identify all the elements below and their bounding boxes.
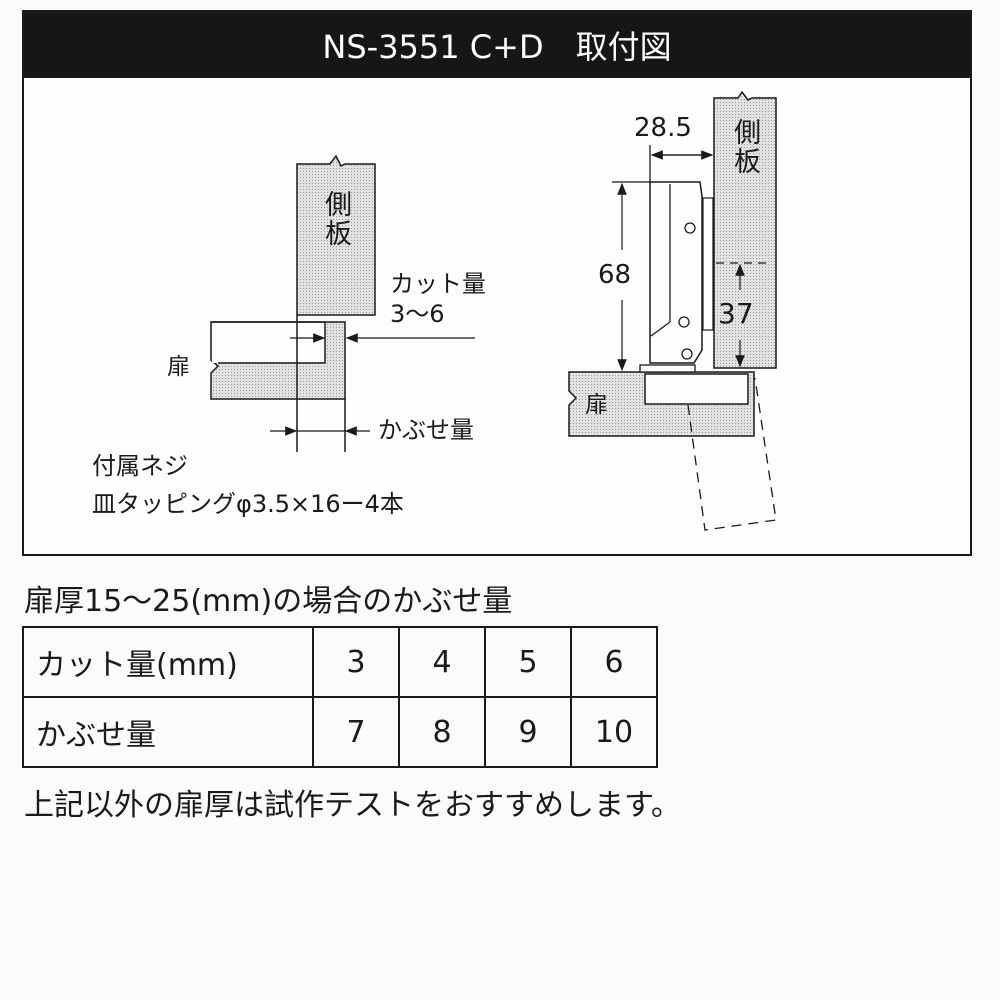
page-title: NS-3551 C+D 取付図 (322, 28, 672, 66)
cell: 3 (312, 626, 400, 698)
overlay-table: カット量(mm) 3 4 5 6 かぶせ量 7 8 9 10 (22, 626, 658, 768)
title-bar: NS-3551 C+D 取付図 (24, 12, 970, 78)
side-panel-label: 側板 (320, 190, 351, 248)
side-panel-label-right: 側板 (729, 118, 760, 176)
cut-range-label: 3〜6 (390, 300, 445, 328)
screws-spec: 皿タッピングφ3.5×16ー4本 (92, 490, 404, 518)
overlay-amount-label: かぶせ量 (378, 416, 474, 444)
cell: 10 (570, 696, 658, 768)
cell: 9 (484, 696, 572, 768)
dim-height-68: 68 (598, 260, 632, 290)
cell: 6 (570, 626, 658, 698)
screws-title: 付属ネジ (92, 452, 188, 480)
side-panel-shape-right (713, 90, 777, 369)
row-header-cut: カット量(mm) (22, 626, 314, 698)
door-label-right: 扉 (585, 392, 608, 418)
dim-plate-37: 37 (718, 297, 754, 330)
cut-amount-label: カット量 (390, 270, 486, 298)
cell: 5 (484, 626, 572, 698)
side-panel-shape (296, 154, 376, 316)
door-label: 扉 (167, 354, 190, 380)
installation-diagram-panel: NS-3551 C+D 取付図 (22, 10, 972, 556)
table-row: カット量(mm) 3 4 5 6 (22, 626, 658, 698)
cell: 8 (398, 696, 486, 768)
hinge-arm (649, 181, 703, 364)
cell: 4 (398, 626, 486, 698)
table-title: 扉厚15〜25(mm)の場合のかぶせ量 (24, 584, 513, 619)
open-door-outline (687, 377, 777, 531)
cell: 7 (312, 696, 400, 768)
left-diagram (210, 90, 777, 531)
row-header-overlay: かぶせ量 (22, 696, 314, 768)
footnote: 上記以外の扉厚は試作テストをおすすめします。 (24, 788, 681, 823)
table-row: かぶせ量 7 8 9 10 (22, 696, 658, 768)
dim-width-28-5: 28.5 (634, 113, 692, 143)
